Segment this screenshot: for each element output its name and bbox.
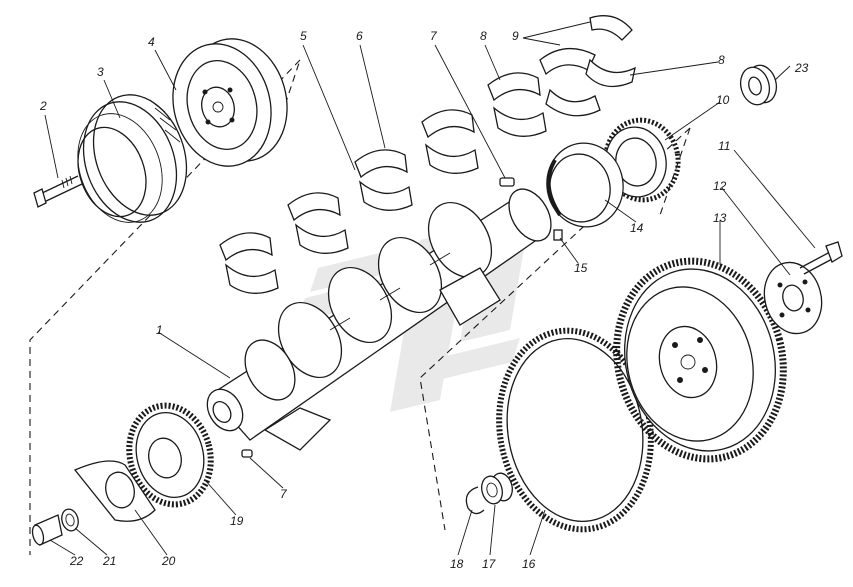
callout-10: 10 <box>716 93 730 107</box>
callout-19: 19 <box>230 514 244 528</box>
callout-1: 1 <box>156 323 163 337</box>
part-3-pulley <box>77 94 188 223</box>
part-13-flywheel <box>613 257 787 463</box>
part-1-crankshaft <box>206 188 552 451</box>
part-12-plate <box>763 261 823 335</box>
callout-14: 14 <box>630 221 644 235</box>
callout-18: 18 <box>450 557 464 571</box>
callout-labels: 1 2 3 4 5 6 7 7 8 8 9 10 11 12 13 14 15 … <box>39 29 809 571</box>
part-20-cover-plate <box>73 460 156 522</box>
callout-7-lower: 7 <box>280 487 288 501</box>
callout-15: 15 <box>574 261 588 275</box>
part-4-damper <box>172 38 288 167</box>
part-2-bolt <box>33 175 83 208</box>
callout-8-upper: 8 <box>480 29 487 43</box>
callout-5: 5 <box>300 29 307 43</box>
part-7-key-upper <box>499 177 515 187</box>
part-15-dowel <box>553 229 563 241</box>
part-7-key-lower <box>241 449 253 458</box>
callout-9: 9 <box>512 29 519 43</box>
callout-16: 16 <box>522 557 536 571</box>
callout-20: 20 <box>161 554 176 568</box>
callout-22: 22 <box>69 554 84 568</box>
callout-3: 3 <box>97 65 104 79</box>
part-11-bolt <box>799 241 843 275</box>
callout-6: 6 <box>356 29 363 43</box>
callout-21: 21 <box>102 554 116 568</box>
part-23-pilot-bearing <box>739 64 778 106</box>
thrust-washers <box>539 15 636 117</box>
callout-8-right: 8 <box>718 53 725 67</box>
callout-13: 13 <box>713 211 727 225</box>
callout-7-upper: 7 <box>430 29 438 43</box>
part-17-bushing <box>481 472 513 505</box>
callout-4: 4 <box>148 35 155 49</box>
callout-23: 23 <box>794 61 809 75</box>
leader-lines <box>44 21 816 556</box>
callout-12: 12 <box>713 179 727 193</box>
part-22-sleeve <box>31 514 63 546</box>
part-14-seal <box>546 142 624 228</box>
callout-2: 2 <box>39 99 47 113</box>
callout-17: 17 <box>482 557 497 571</box>
part-21-washer <box>61 508 79 532</box>
part-18-snap-ring <box>465 486 485 515</box>
part-19-gear <box>126 402 214 508</box>
callout-11: 11 <box>718 139 730 153</box>
main-bearing-shells <box>219 72 547 294</box>
